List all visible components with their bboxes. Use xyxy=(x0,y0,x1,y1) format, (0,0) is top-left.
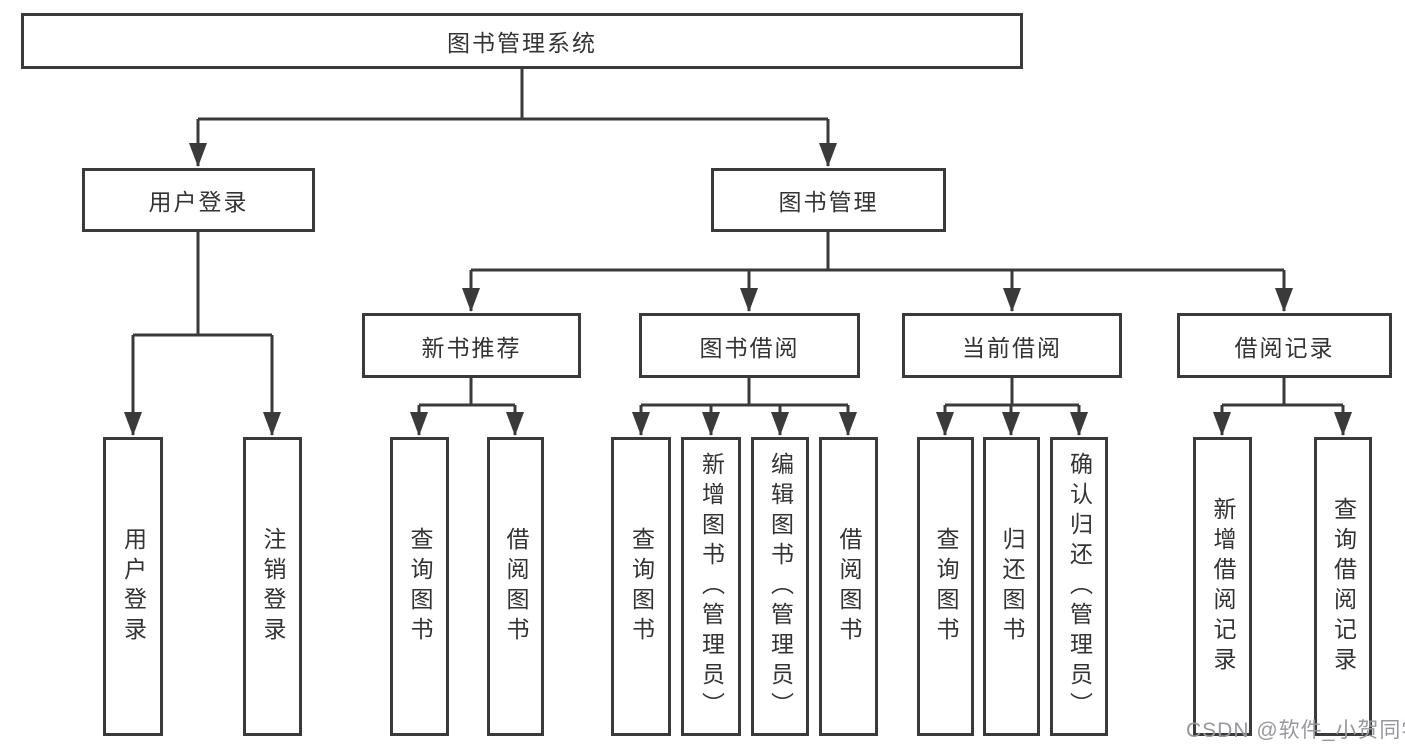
leaf-borrow-query: 查询图书 xyxy=(611,437,671,736)
connector-root-to-level2 xyxy=(189,68,837,167)
connector-borrow-records-to-leaves xyxy=(1213,378,1352,436)
leaf-borrow-borrow-label: 借阅图书 xyxy=(836,526,862,647)
node-user-login: 用户登录 xyxy=(82,168,315,232)
leaf-newbook-query-label: 查询图书 xyxy=(407,526,433,647)
leaf-logout: 注销登录 xyxy=(243,437,302,736)
leaf-records-query: 查询借阅记录 xyxy=(1314,437,1372,736)
node-root-label: 图书管理系统 xyxy=(447,30,597,56)
leaf-borrow-query-label: 查询图书 xyxy=(628,526,655,647)
node-borrow-records-label: 借阅记录 xyxy=(1234,334,1335,361)
leaf-borrow-add: 新增图书（管理员） xyxy=(681,437,741,736)
leaf-logout-label: 注销登录 xyxy=(260,526,286,647)
connector-new-book-to-leaves xyxy=(410,378,524,436)
leaf-newbook-query: 查询图书 xyxy=(390,437,449,736)
node-book-mgmt-label: 图书管理 xyxy=(778,189,879,215)
node-current-borrow: 当前借阅 xyxy=(902,313,1122,378)
leaf-borrow-edit: 编辑图书（管理员） xyxy=(751,437,809,736)
connector-current-borrow-to-leaves xyxy=(936,378,1088,436)
node-root: 图书管理系统 xyxy=(21,13,1023,69)
connector-book-mgmt-to-level3 xyxy=(462,232,1293,312)
node-borrow-records: 借阅记录 xyxy=(1177,313,1392,378)
node-new-book: 新书推荐 xyxy=(362,313,581,378)
leaf-newbook-borrow-label: 借阅图书 xyxy=(503,526,529,647)
node-user-login-label: 用户登录 xyxy=(148,189,249,215)
leaf-current-return-label: 归还图书 xyxy=(999,526,1025,647)
leaf-borrow-edit-label: 编辑图书（管理员） xyxy=(767,451,794,722)
leaf-borrow-borrow: 借阅图书 xyxy=(819,437,878,736)
node-new-book-label: 新书推荐 xyxy=(421,334,522,361)
node-book-mgmt: 图书管理 xyxy=(711,168,946,232)
leaf-current-confirm-label: 确认归还（管理员） xyxy=(1066,451,1093,722)
node-book-borrow-label: 图书借阅 xyxy=(699,334,800,361)
leaf-records-query-label: 查询借阅记录 xyxy=(1330,496,1357,677)
leaf-current-confirm: 确认归还（管理员） xyxy=(1050,437,1108,736)
csdn-watermark: CSDN @软件_小贺同学 xyxy=(1186,719,1405,742)
leaf-records-add-label: 新增借阅记录 xyxy=(1210,496,1236,677)
leaf-current-return: 归还图书 xyxy=(983,437,1040,736)
leaf-current-query-label: 查询图书 xyxy=(933,526,959,647)
leaf-user-login: 用户登录 xyxy=(103,437,163,736)
leaf-user-login-label: 用户登录 xyxy=(120,526,147,647)
leaf-records-add: 新增借阅记录 xyxy=(1193,437,1252,736)
node-current-borrow-label: 当前借阅 xyxy=(962,334,1062,361)
connector-user-login-to-leaves xyxy=(124,232,281,436)
node-book-borrow: 图书借阅 xyxy=(639,313,860,378)
leaf-newbook-borrow: 借阅图书 xyxy=(487,437,544,736)
leaf-borrow-add-label: 新增图书（管理员） xyxy=(698,451,725,722)
connector-book-borrow-to-leaves xyxy=(632,378,857,436)
leaf-current-query: 查询图书 xyxy=(917,437,974,736)
